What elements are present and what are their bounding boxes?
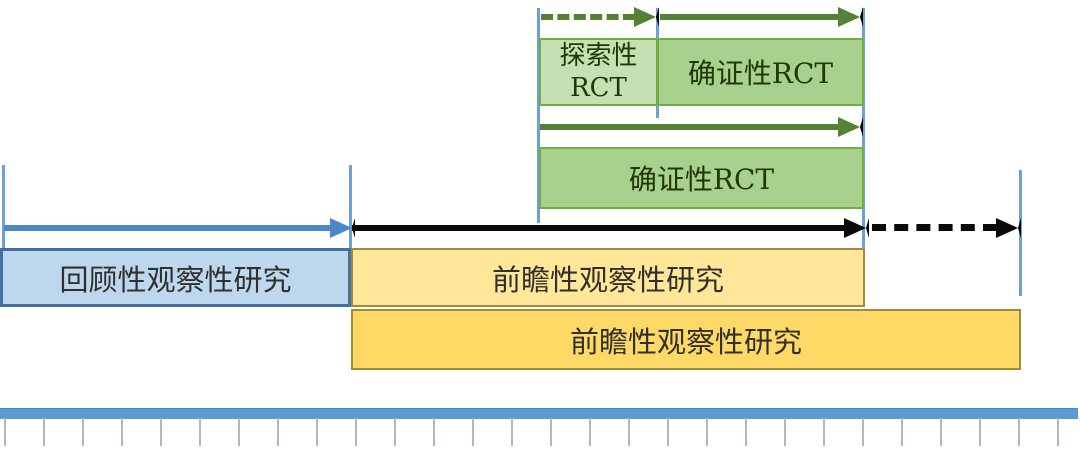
timeline-tick: [862, 418, 864, 446]
dashed-green-arrow-line: [541, 14, 635, 20]
timeline-tick: [667, 418, 669, 446]
timeline-tick: [121, 418, 123, 446]
confirmatory-rct-mid-label: 确证性RCT: [628, 163, 775, 196]
timeline-tick: [433, 418, 435, 446]
timeline-tick: [979, 418, 981, 446]
confirmatory-rct-top-label: 确证性RCT: [687, 57, 834, 90]
timeline-tick: [277, 418, 279, 446]
prospective-study-2-label: 前瞻性观察性研究: [569, 324, 802, 359]
green-arrow-mid-line: [540, 124, 839, 130]
confirmatory-rct-box-top: 确证性RCT: [657, 38, 864, 106]
timeline-tick: [550, 418, 552, 446]
black-arrow-head-icon: [844, 218, 869, 238]
timeline-tick: [589, 418, 591, 446]
retrospective-study-label: 回顾性观察性研究: [59, 262, 292, 297]
guide-line-3: [537, 8, 540, 223]
timeline-tick: [940, 418, 942, 446]
guide-line-2: [349, 165, 352, 249]
timeline-tick: [160, 418, 162, 446]
timeline-tick: [316, 418, 318, 446]
timeline-tick: [745, 418, 747, 446]
black-dashed-arrow-line: [872, 224, 997, 231]
black-arrow-line: [352, 225, 845, 231]
green-arrow-head-icon: [838, 7, 863, 27]
timeline-tick: [4, 418, 6, 446]
exploratory-rct-box: 探索性 RCT: [539, 38, 658, 106]
exploratory-rct-label-line2: RCT: [570, 73, 627, 103]
green-arrow-mid-head-icon: [838, 117, 863, 137]
prospective-study-box-1: 前瞻性观察性研究: [351, 248, 865, 307]
retrospective-study-box: 回顾性观察性研究: [0, 248, 351, 307]
timeline-tick: [43, 418, 45, 446]
timeline-tick: [628, 418, 630, 446]
timeline-tick: [238, 418, 240, 446]
prospective-study-box-2: 前瞻性观察性研究: [351, 309, 1021, 370]
timeline-tick: [355, 418, 357, 446]
timeline-tick: [1057, 418, 1059, 446]
timeline-tick: [394, 418, 396, 446]
timeline-tick: [1018, 418, 1020, 446]
prospective-study-1-label: 前瞻性观察性研究: [491, 262, 724, 297]
timeline-tick: [901, 418, 903, 446]
guide-line-start: [2, 165, 5, 249]
timeline-tick: [706, 418, 708, 446]
timeline-tick: [823, 418, 825, 446]
blue-arrow-line: [4, 225, 331, 231]
exploratory-rct-label-line1: 探索性: [559, 41, 638, 71]
timeline-tick: [82, 418, 84, 446]
timeline-tick: [511, 418, 513, 446]
dashed-green-arrow-head-icon: [634, 7, 659, 27]
timeline-tick: [199, 418, 201, 446]
timeline-bar: [0, 408, 1078, 419]
timeline-tick: [784, 418, 786, 446]
green-arrow-line: [660, 14, 839, 20]
confirmatory-rct-box-mid: 确证性RCT: [539, 147, 864, 209]
black-dashed-arrow-head-icon: [996, 218, 1021, 238]
timeline-tick: [472, 418, 474, 446]
